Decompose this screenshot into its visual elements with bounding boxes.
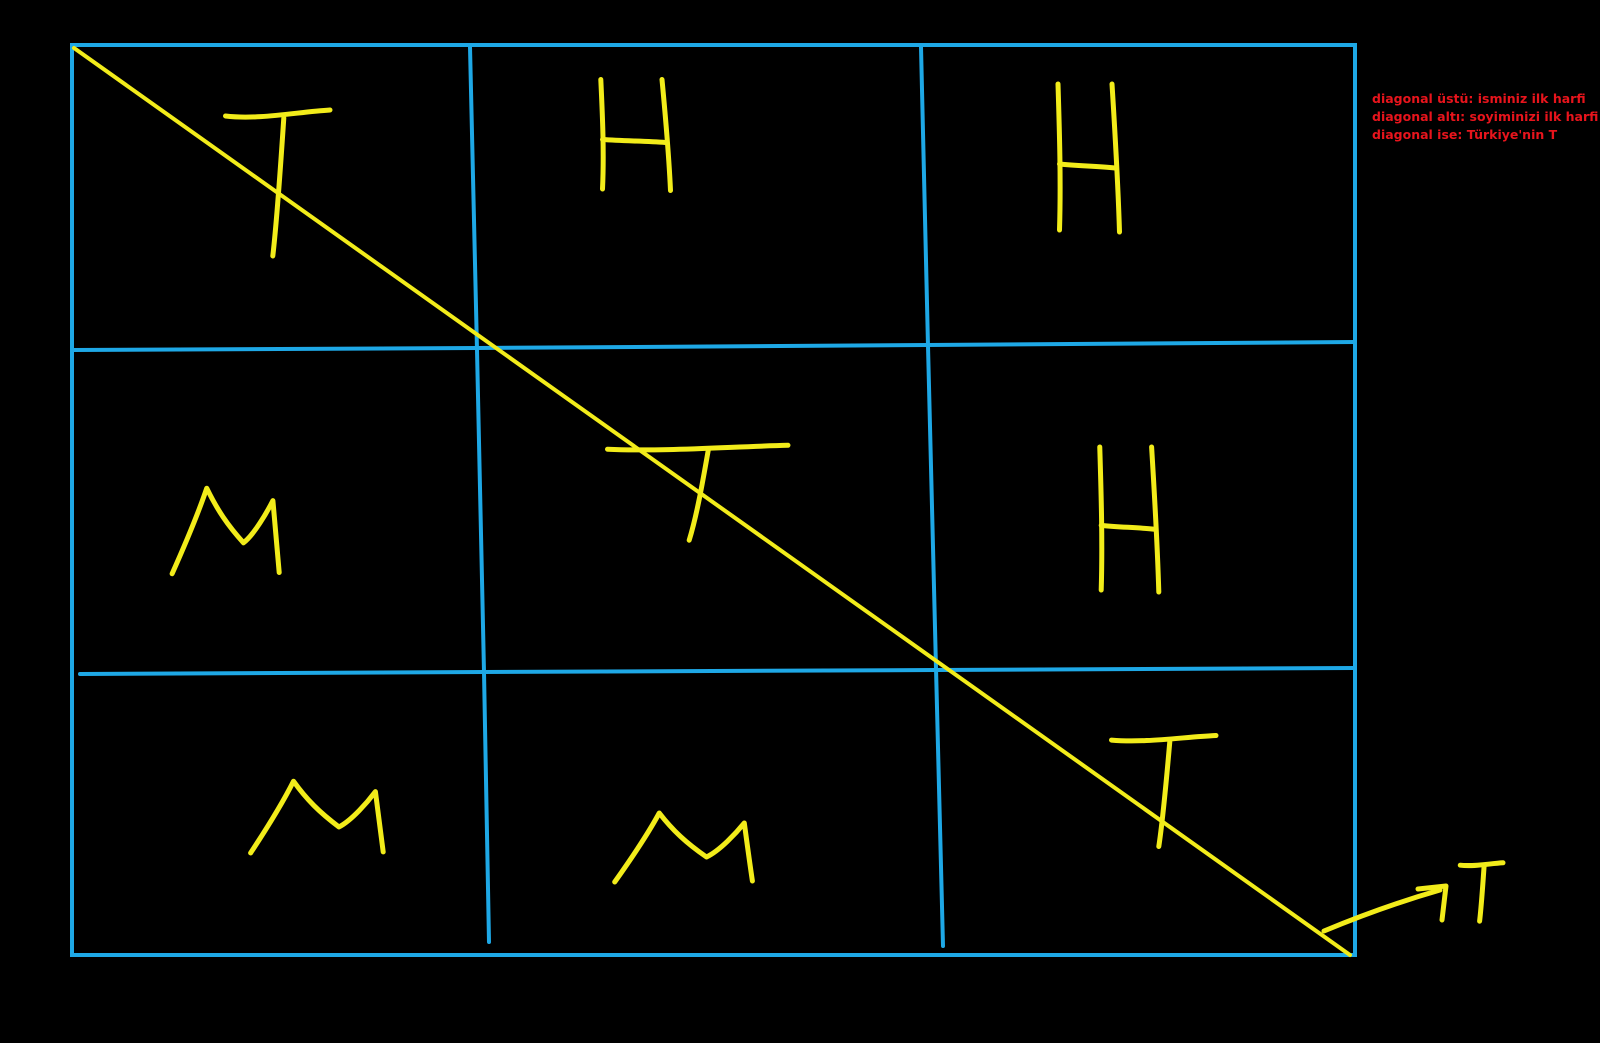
diagonal-arrow-label-stroke-2 — [1480, 866, 1485, 921]
diagonal-arrow-label: T — [1460, 863, 1503, 921]
main-diagonal-line — [72, 46, 1352, 957]
cell-letter-1-1-stroke-1 — [226, 110, 331, 117]
diagonal-arrow — [1321, 883, 1449, 934]
grid-horizontal-line-2 — [78, 666, 1357, 676]
note-on-diagonal: diagonal ise: Türkiye'nin T — [1372, 127, 1558, 142]
cell-letter-2-2-stroke-1 — [608, 445, 789, 450]
note-above-diagonal: diagonal üstü: isminiz ilk harfi — [1372, 91, 1586, 106]
cell-letter-1-2: H — [601, 80, 671, 191]
cell-letter-1-3-stroke-2 — [1112, 84, 1120, 232]
cell-letter-1-1: T — [226, 110, 331, 256]
cell-letter-3-1-stroke-1 — [251, 781, 384, 853]
grid-vertical-line-2 — [919, 45, 945, 948]
grid-vertical-line-1 — [468, 45, 491, 944]
cell-letter-1-2-stroke-1 — [601, 80, 603, 190]
cell-letter-1-2-stroke-2 — [662, 80, 671, 191]
cell-letter-3-3-stroke-2 — [1159, 742, 1170, 847]
cell-letter-2-3-stroke-1 — [1100, 447, 1102, 590]
cell-letter-2-3-stroke-2 — [1152, 447, 1159, 592]
matrix-grid — [70, 43, 1357, 957]
grid-horizontal-line-1 — [72, 340, 1357, 352]
cell-letter-1-2-stroke-3 — [603, 140, 666, 143]
instruction-notes: diagonal üstü: isminiz ilk harfi diagona… — [1372, 90, 1598, 144]
cell-letter-3-3: T — [1112, 736, 1217, 847]
cell-letter-3-3-stroke-1 — [1112, 736, 1217, 741]
cell-letter-1-3-stroke-3 — [1060, 164, 1116, 168]
arrow-head — [1415, 883, 1449, 923]
grid-outer-border — [70, 43, 1357, 957]
cell-letter-2-3-stroke-3 — [1101, 525, 1154, 529]
cell-letter-2-1: M — [172, 488, 279, 574]
cell-letter-3-2-stroke-1 — [615, 813, 753, 882]
cell-letter-1-3: H — [1058, 84, 1120, 232]
cell-letter-3-1: M — [251, 781, 384, 853]
diagonal-arrow-label-stroke-1 — [1460, 863, 1503, 866]
cell-letter-2-2-stroke-2 — [689, 451, 708, 541]
matrix-letters: T H H M T H M M T T — [172, 80, 1503, 922]
cell-letter-2-1-stroke-1 — [172, 488, 279, 574]
cell-letter-2-3: H — [1100, 447, 1159, 592]
cell-letter-3-2: M — [615, 813, 753, 882]
arrow-shaft — [1321, 887, 1443, 934]
cell-letter-2-2: T — [608, 445, 789, 540]
cell-letter-1-3-stroke-1 — [1058, 84, 1060, 230]
cell-letter-1-1-stroke-2 — [273, 118, 284, 256]
note-below-diagonal: diagonal altı: soyiminizi ilk harfi — [1372, 109, 1599, 124]
